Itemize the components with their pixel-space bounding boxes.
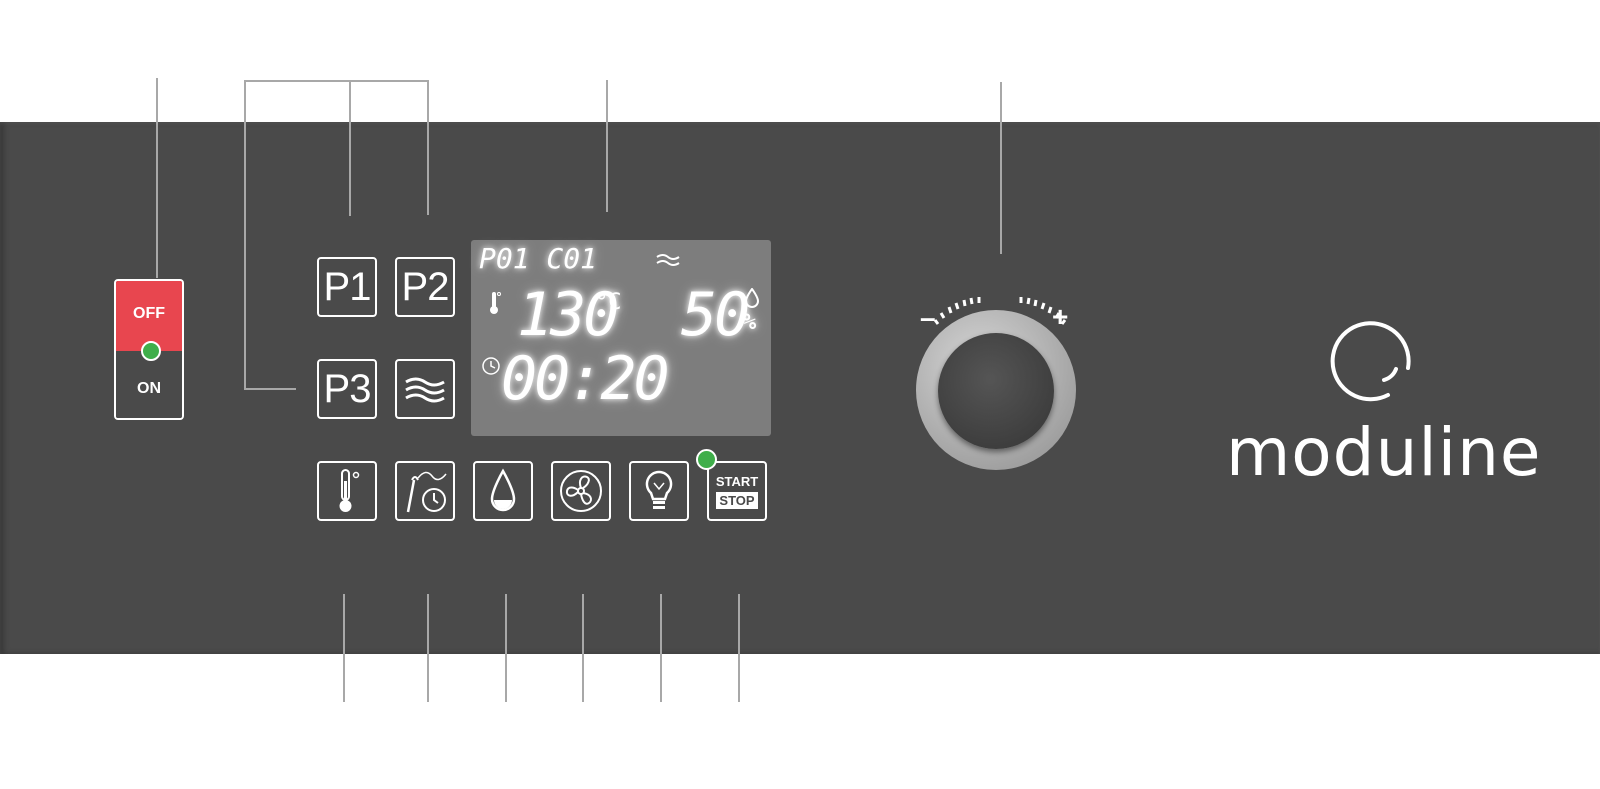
power-on-label: ON [116, 351, 182, 418]
leader-line-p3-inner [244, 388, 296, 390]
oven-light-icon [645, 470, 673, 509]
leader-line-light-key [660, 594, 662, 702]
thermometer-icon [339, 469, 360, 512]
start-stop-indicator-led [696, 449, 717, 470]
fan-key[interactable] [551, 461, 611, 521]
fan-icon [560, 470, 602, 512]
moduline-logo-icon [1330, 321, 1411, 402]
leader-line-programs-left-inner [244, 122, 246, 390]
lcd-humidity-unit: % [743, 310, 757, 335]
leader-line-power-inner [156, 122, 158, 278]
humidity-drop-icon [490, 468, 516, 512]
control-knob-cap[interactable] [938, 333, 1054, 449]
lcd-program-code: P01 C01 [479, 242, 598, 275]
lcd-steam-icon [656, 254, 680, 266]
stop-label: STOP [716, 491, 758, 509]
temperature-key[interactable] [317, 461, 377, 521]
start-stop-key[interactable]: START STOP [707, 461, 767, 521]
lcd-display: P01 C01 130 °C 50 % 00:20 [471, 240, 771, 436]
knob-plus-label: + [1052, 301, 1069, 332]
lcd-humidity-drop-icon [745, 288, 759, 308]
leader-line-knob-inner [1000, 122, 1002, 254]
program-key-p3-label: P3 [323, 366, 372, 411]
program-key-p1-label: P1 [323, 264, 372, 309]
leader-line-p1-inner [349, 122, 351, 216]
leader-line-programs-top [244, 80, 429, 82]
core-probe-timer-icon [406, 471, 447, 513]
brand-name: moduline [1226, 414, 1542, 491]
oven-light-key[interactable] [629, 461, 689, 521]
power-switch[interactable]: OFF ON [114, 279, 184, 420]
program-key-p2[interactable]: P2 [395, 257, 455, 317]
lcd-time-value: 00:20 [501, 344, 670, 414]
lcd-thermometer-icon [490, 292, 501, 314]
power-indicator-led [141, 341, 161, 361]
program-key-p1[interactable]: P1 [317, 257, 377, 317]
core-probe-timer-key[interactable] [395, 461, 455, 521]
leader-line-fan-key [582, 594, 584, 702]
lcd-humidity-value: 50 [681, 280, 750, 350]
program-key-p2-label: P2 [401, 264, 450, 309]
lcd-clock-icon [482, 357, 500, 375]
leader-line-display-inner [606, 122, 608, 212]
program-key-p3[interactable]: P3 [317, 359, 377, 419]
knob-minus-label: – [920, 302, 936, 333]
lcd-temperature-unit: °C [595, 290, 622, 315]
knob-scale-ticks [933, 297, 1067, 325]
lcd-temperature-value: 130 [517, 280, 619, 350]
leader-line-start-stop-key [738, 594, 740, 702]
leader-line-probe-key [427, 594, 429, 702]
leader-line-p2-inner [427, 122, 429, 215]
leader-line-humidity-key [505, 594, 507, 702]
start-label: START [715, 473, 759, 489]
leader-line-temperature-key [343, 594, 345, 702]
steam-waves-icon [405, 377, 445, 403]
steam-key[interactable] [395, 359, 455, 419]
power-off-label: OFF [116, 281, 182, 351]
humidity-key[interactable] [473, 461, 533, 521]
